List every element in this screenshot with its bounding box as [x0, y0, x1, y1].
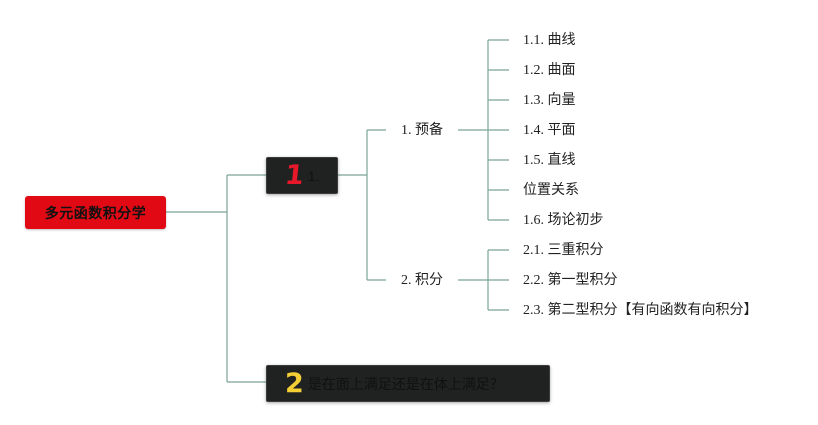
- leaf-node[interactable]: 2.3. 第二型积分【有向函数有向积分】: [523, 303, 758, 318]
- leaf-node[interactable]: 1.5. 直线: [523, 153, 576, 168]
- leaf-node[interactable]: 1.4. 平面: [523, 123, 576, 138]
- leaf-node[interactable]: 2.1. 三重积分: [523, 243, 604, 258]
- subtopic-node-integration[interactable]: 2. 积分: [401, 273, 443, 288]
- priority-1-icon: 1: [283, 160, 306, 191]
- root-node-label: 多元函数积分学: [44, 204, 147, 221]
- leaf-node[interactable]: 1.6. 场论初步: [523, 213, 604, 228]
- leaf-node[interactable]: 位置关系: [523, 183, 579, 198]
- topic-node-1-label: 1.: [307, 167, 320, 184]
- root-node[interactable]: 多元函数积分学: [25, 196, 166, 229]
- priority-2-icon: 2: [285, 368, 304, 399]
- leaf-node[interactable]: 1.2. 曲面: [523, 63, 576, 78]
- leaf-node[interactable]: 2.2. 第一型积分: [523, 273, 618, 288]
- leaf-node[interactable]: 1.3. 向量: [523, 93, 576, 108]
- topic-node-2[interactable]: 2 是在面上满足还是在体上满足？: [266, 365, 550, 402]
- topic-node-1[interactable]: 1 1.: [266, 157, 338, 194]
- subtopic-node-preparation[interactable]: 1. 预备: [401, 123, 443, 138]
- leaf-node[interactable]: 1.1. 曲线: [523, 33, 576, 48]
- topic-node-2-label: 是在面上满足还是在体上满足？: [307, 375, 504, 392]
